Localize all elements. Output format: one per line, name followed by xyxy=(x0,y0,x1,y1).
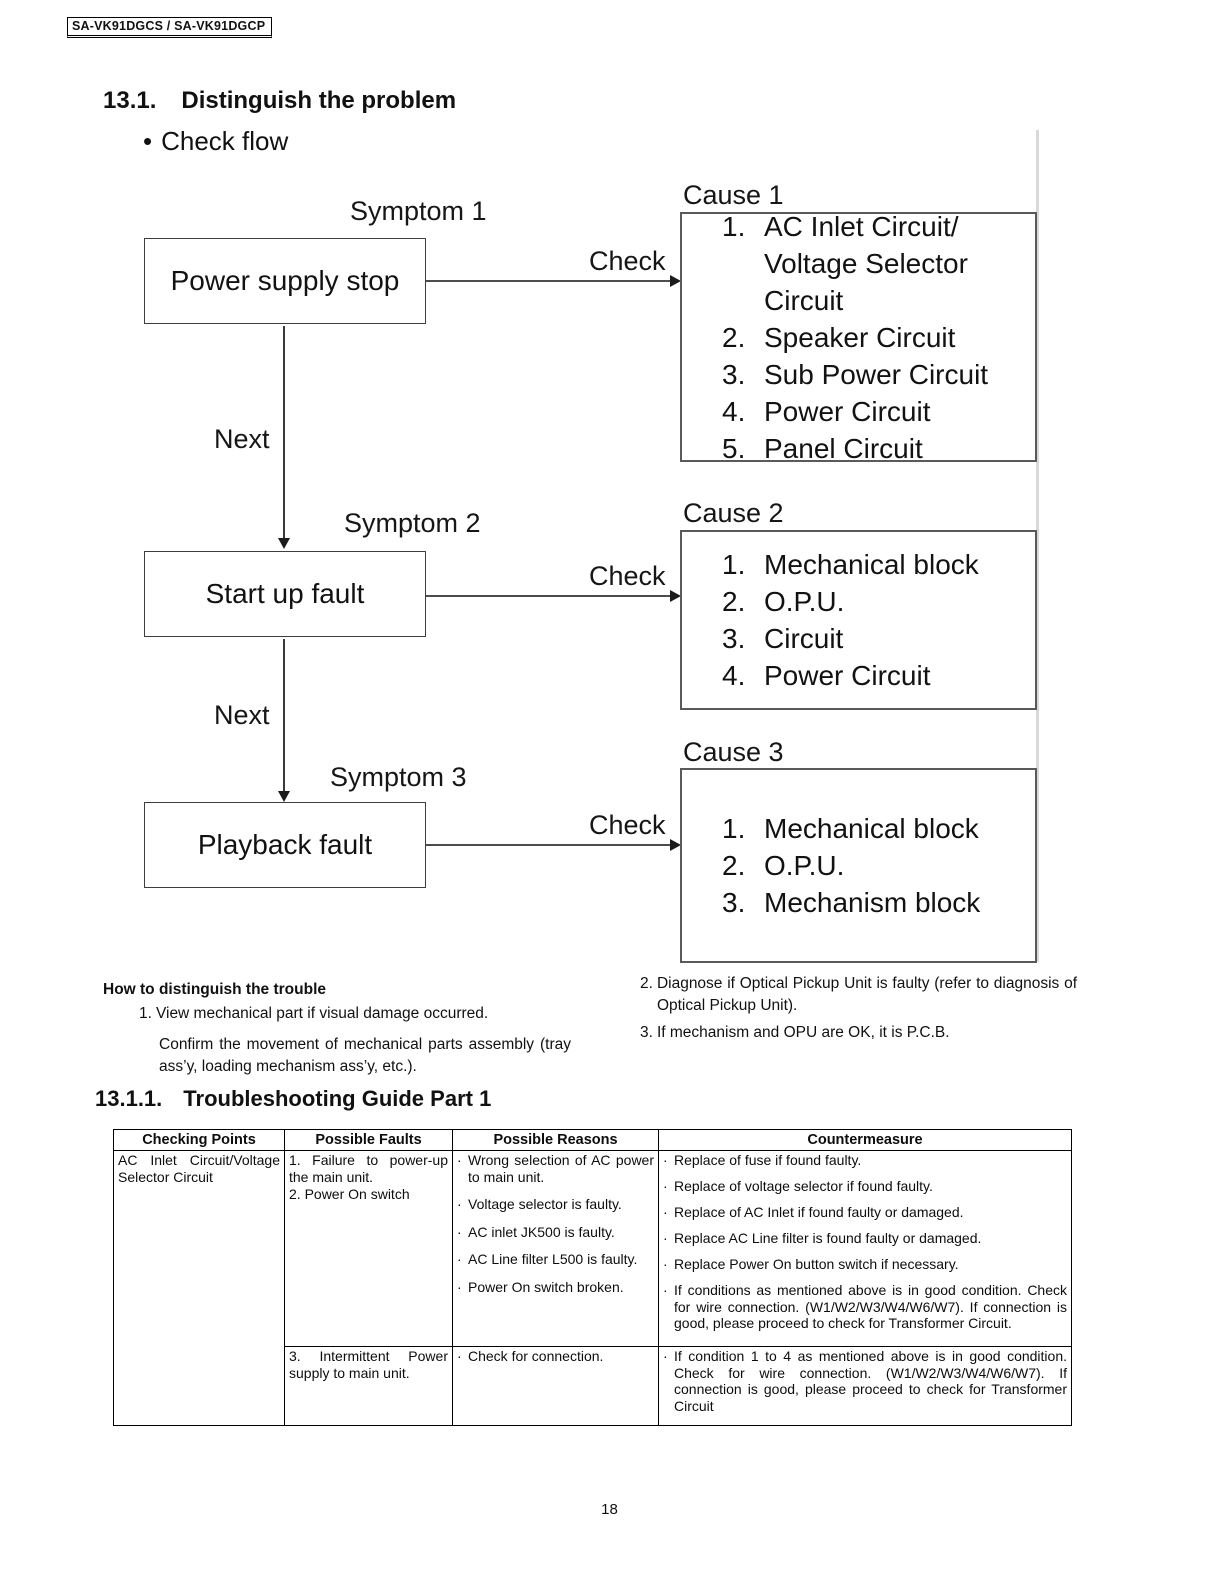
col-header-possible-faults: Possible Faults xyxy=(284,1129,453,1151)
subsection-title-text: Troubleshooting Guide Part 1 xyxy=(183,1086,492,1111)
bullet-icon: · xyxy=(663,1256,668,1272)
check3-label: Check xyxy=(589,810,666,840)
check2-arrow xyxy=(426,590,681,602)
symptom2-label: Symptom 2 xyxy=(344,508,481,538)
check-flow-label: • Check flow xyxy=(143,126,289,156)
cell-possible-reasons-1: ·Wrong selection of AC power to main uni… xyxy=(452,1150,659,1347)
cell-countermeasure-2: ·If condition 1 to 4 as mentioned above … xyxy=(658,1346,1072,1426)
cause2-label: Cause 2 xyxy=(683,498,784,528)
col-header-possible-reasons: Possible Reasons xyxy=(452,1129,659,1151)
next2-label: Next xyxy=(214,700,270,730)
next1-label: Next xyxy=(214,424,270,454)
subsection-title: 13.1.1. Troubleshooting Guide Part 1 xyxy=(95,1086,491,1112)
col-header-checking-points: Checking Points xyxy=(113,1129,285,1151)
cell-possible-reasons-2: ·Check for connection. xyxy=(452,1346,659,1426)
cell-checking-points: AC Inlet Circuit/Voltage Selector Circui… xyxy=(113,1150,285,1426)
cause2-box: 1.Mechanical block 2.O.P.U. 3.Circuit 4.… xyxy=(680,530,1037,710)
bullet-icon: · xyxy=(663,1348,668,1364)
flow-box-start-up-fault: Start up fault xyxy=(144,551,426,637)
check2-label: Check xyxy=(589,561,666,591)
note-item-2: 2. Diagnose if Optical Pickup Unit is fa… xyxy=(640,975,1077,1014)
section-number: 13.1. xyxy=(103,87,157,114)
next1-arrow xyxy=(278,326,290,549)
bullet-icon: · xyxy=(457,1348,462,1364)
note-item-1-continuation: Confirm the movement of mechanical parts… xyxy=(159,1036,571,1075)
bullet-icon: · xyxy=(663,1152,668,1168)
bullet-icon: · xyxy=(663,1282,668,1298)
cause3-label: Cause 3 xyxy=(683,737,784,767)
col-header-countermeasure: Countermeasure xyxy=(658,1129,1072,1151)
section-title: 13.1. Distinguish the problem xyxy=(103,87,456,115)
subsection-number: 13.1.1. xyxy=(95,1086,163,1111)
bullet-icon: · xyxy=(457,1223,462,1240)
check1-arrow xyxy=(426,275,681,287)
bullet-icon: · xyxy=(457,1278,462,1295)
bullet-icon: · xyxy=(663,1230,668,1246)
table-header-row: Checking Points Possible Faults Possible… xyxy=(113,1129,1072,1151)
bullet-icon: · xyxy=(663,1204,668,1220)
section-title-text: Distinguish the problem xyxy=(181,87,457,114)
next2-arrow xyxy=(278,639,290,802)
table-row: AC Inlet Circuit/Voltage Selector Circui… xyxy=(113,1150,1072,1426)
cause1-box: 1.AC Inlet Circuit/ Voltage Selector Cir… xyxy=(680,211,1037,464)
troubleshooting-table: Checking Points Possible Faults Possible… xyxy=(113,1129,1072,1426)
bullet-icon: · xyxy=(457,1196,462,1212)
note-item-3: 3. If mechanism and OPU are OK, it is P.… xyxy=(640,1024,950,1041)
notes-heading: How to distinguish the trouble xyxy=(103,981,327,998)
flow-box-playback-fault: Playback fault xyxy=(144,802,426,888)
model-label: SA-VK91DGCS / SA-VK91DGCP xyxy=(67,17,273,38)
bullet-icon: · xyxy=(663,1178,668,1194)
check1-label: Check xyxy=(589,246,666,276)
bullet-icon: · xyxy=(457,1152,462,1168)
cause1-label: Cause 1 xyxy=(683,180,784,210)
cell-possible-faults-2: 3. Intermittent Power supply to main uni… xyxy=(284,1346,453,1426)
scan-shadow-line xyxy=(1036,130,1039,962)
symptom3-label: Symptom 3 xyxy=(330,762,467,792)
flow-box-power-supply-stop: Power supply stop xyxy=(144,238,426,324)
cell-possible-faults-1: 1. Failure to power-up the main unit. 2.… xyxy=(284,1150,453,1347)
check3-arrow xyxy=(426,839,681,851)
bullet-icon: · xyxy=(457,1251,462,1267)
symptom1-label: Symptom 1 xyxy=(350,196,487,226)
table-row: 3. Intermittent Power supply to main uni… xyxy=(114,1346,1072,1426)
page-number: 18 xyxy=(601,1501,618,1518)
bullet-icon: • xyxy=(143,126,153,156)
note-item-1: 1. View mechanical part if visual damage… xyxy=(139,1005,489,1022)
cell-countermeasure-1: ·Replace of fuse if found faulty. ·Repla… xyxy=(658,1150,1072,1347)
cause3-box: 1.Mechanical block 2.O.P.U. 3.Mechanism … xyxy=(680,768,1037,963)
